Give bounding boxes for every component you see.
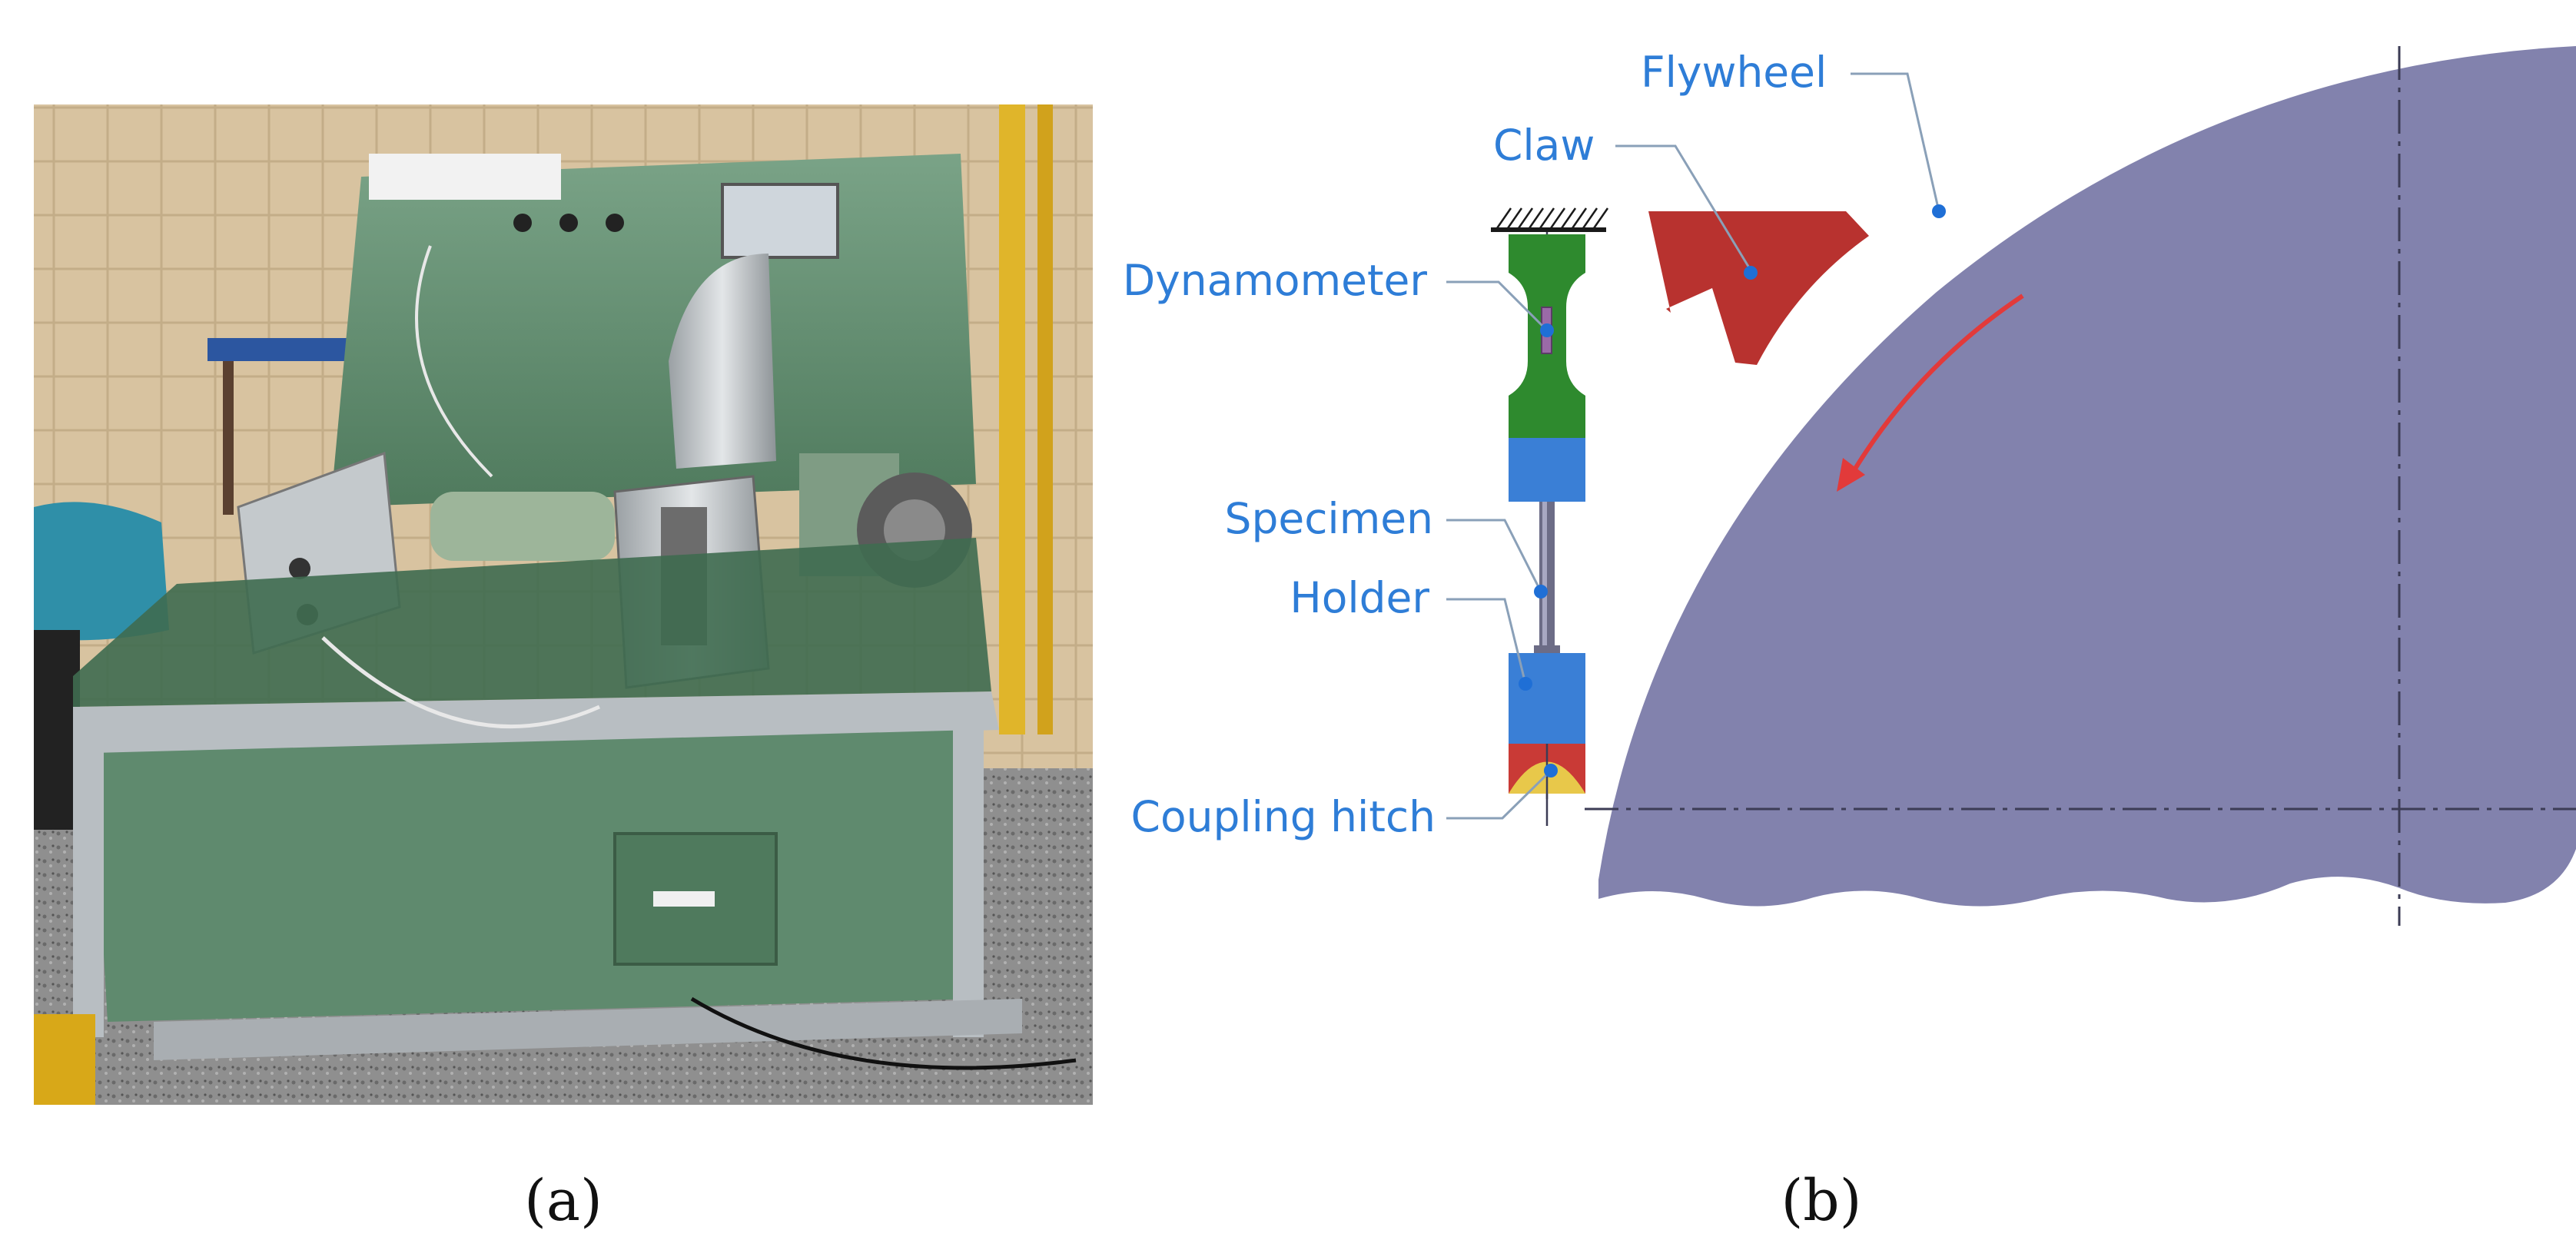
holder-label: Holder <box>1290 573 1429 622</box>
flywheel-shape <box>1598 46 2576 907</box>
holder-leader <box>1446 598 1527 685</box>
coupling-hitch-pointer-dot <box>1544 764 1558 778</box>
office-chair <box>34 502 169 641</box>
coupling-hitch-leader <box>1446 769 1552 820</box>
pointer-dots <box>1519 204 1946 778</box>
claw-leader <box>1615 144 1754 274</box>
rotation-arrow <box>1846 293 2024 482</box>
specimen-label: Specimen <box>1225 494 1433 543</box>
claw-label: Claw <box>1493 121 1595 170</box>
specimen-pointer-dot <box>1534 585 1548 598</box>
dynamometer-leader <box>1446 280 1549 332</box>
flywheel-leader <box>1851 72 1940 212</box>
rotation-arrowhead <box>1837 458 1865 492</box>
caption-a: (a) <box>524 1168 603 1234</box>
dynamometer-pointer-dot <box>1540 323 1554 337</box>
claw-shape <box>1648 211 1869 365</box>
schematic-panel-b: Flywheel Claw Dynamometer Specimen Holde… <box>1123 46 2576 926</box>
flywheel-pointer-dot <box>1932 204 1946 218</box>
upper-holder <box>1509 438 1585 502</box>
motor <box>430 492 615 561</box>
holder-pointer-dot <box>1519 677 1532 691</box>
coupling-hitch-label: Coupling hitch <box>1131 792 1436 841</box>
machine-cabinet <box>92 730 976 1022</box>
caption-b: (b) <box>1781 1168 1861 1234</box>
dynamometer-label: Dynamometer <box>1123 256 1428 305</box>
specimen-leader <box>1446 519 1542 592</box>
photo-flywheel <box>669 254 776 469</box>
flywheel-label: Flywheel <box>1641 48 1827 97</box>
leader-lines <box>1446 72 1940 820</box>
photo-panel-a <box>34 104 1093 1105</box>
claw-pointer-dot <box>1744 266 1758 280</box>
display-window <box>721 183 839 259</box>
fixed-support-hatch <box>1491 207 1609 232</box>
yellow-pipe <box>999 104 1025 734</box>
